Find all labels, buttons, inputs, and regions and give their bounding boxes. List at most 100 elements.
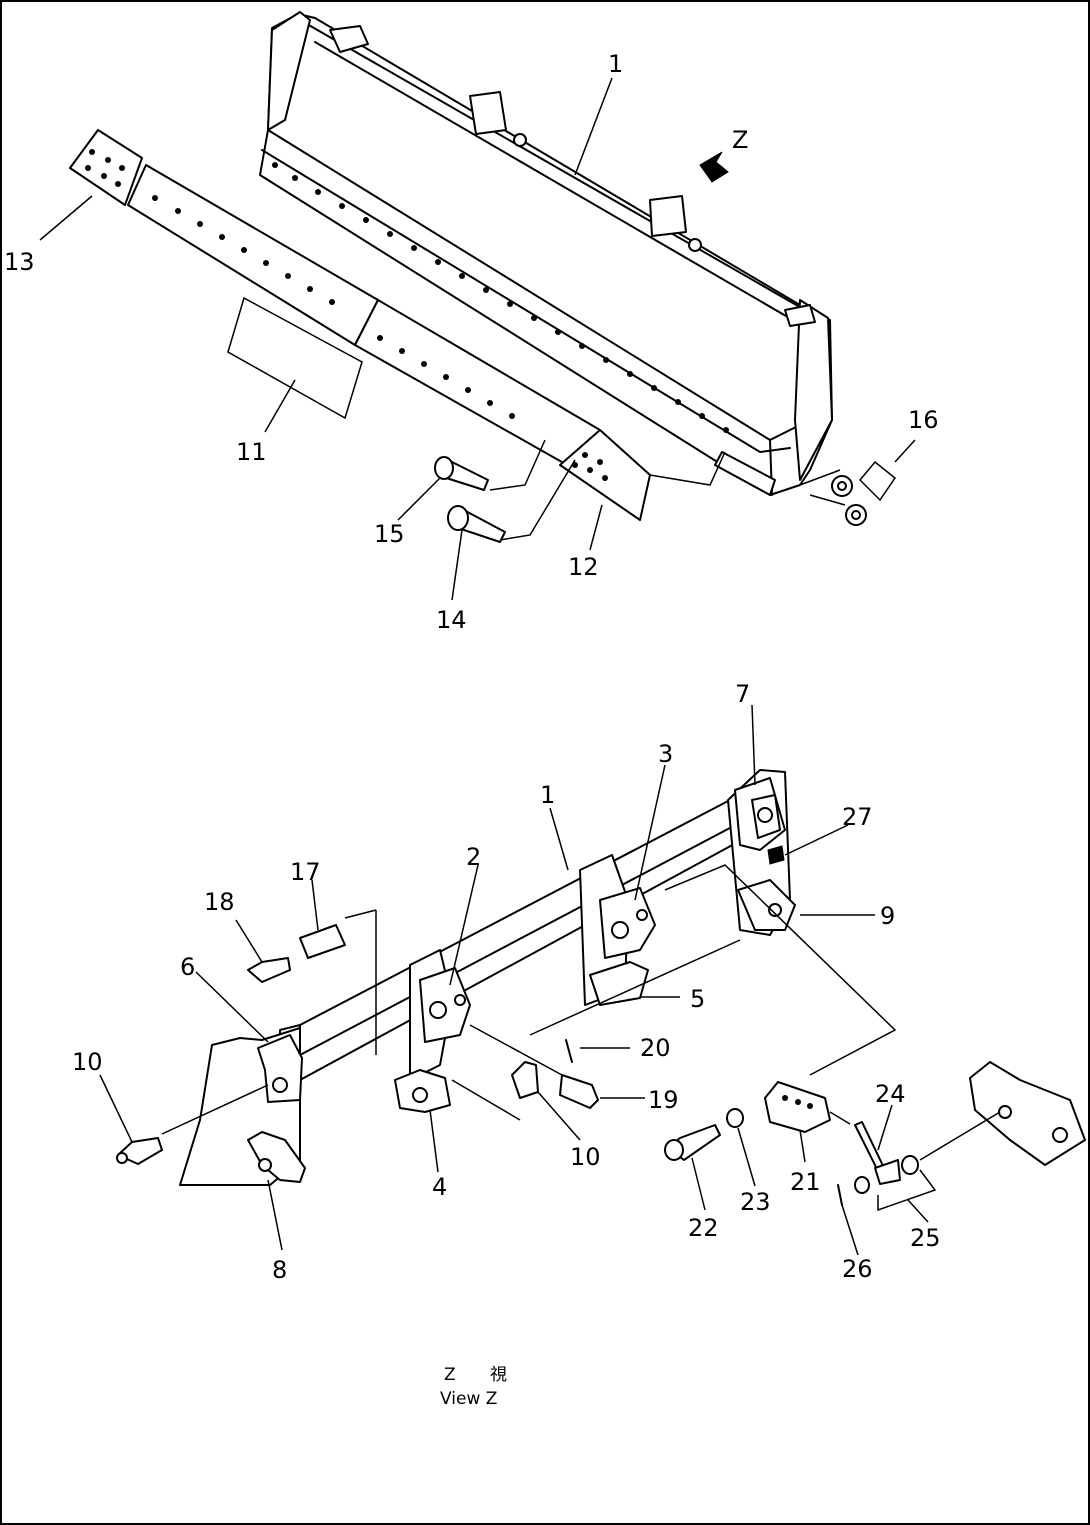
rear-hardware-exploded [664,1061,1086,1212]
callout-number: 14 [436,606,467,634]
blade-body [259,13,833,496]
pin-17 [299,924,346,959]
callout-number: 10 [72,1048,103,1076]
blade-nuts [831,460,897,526]
view-z-marker: Z [699,126,748,183]
blade-top-lug-end [784,304,816,327]
blade-end-bit-right [714,451,776,496]
lower-leader-lines [99,704,929,1256]
callout-number: 13 [4,248,35,276]
callout-number: 21 [790,1168,821,1196]
nut-hole [837,481,847,491]
guide-line [499,459,576,541]
grease-fitting-10-right [511,1061,539,1099]
callout-number: 5 [690,985,705,1013]
view-caption: Z 視 View Z [440,1365,507,1409]
callout-number: 23 [740,1188,771,1216]
callout-number: 1 [608,50,623,78]
blade-bolt-holes [272,162,729,433]
blade-top-edge [299,19,806,311]
washer-23 [726,1108,744,1128]
callout-number: 4 [432,1173,447,1201]
guide-line [649,451,726,486]
callout-number: 3 [658,740,673,768]
bracket-pin [768,903,782,917]
grease-fitting-18 [247,957,291,983]
nut-hole [851,510,861,520]
callout-number: 11 [236,438,267,466]
group-bracket-25 [877,1169,937,1212]
bracket-pin [454,994,466,1006]
callout-number: 7 [735,680,750,708]
bracket-hole [412,1087,428,1103]
rear-fittings [116,909,599,1165]
callout-number: 15 [374,520,405,548]
bracket-3 [599,887,656,959]
callout-number: 24 [875,1080,906,1108]
blade-left-side-plate [267,11,311,131]
cotter-pin-26 [837,1184,843,1206]
view-caption-letter: Z [444,1365,456,1385]
blade-edge-line [261,149,791,453]
callout-number: 6 [180,953,195,981]
view-marker-letter: Z [732,126,748,154]
bracket-pin [757,807,773,823]
pin-19 [559,1074,599,1109]
bracket-pin [998,1105,1012,1119]
bolt-head [664,1139,684,1161]
grease-fitting-10-left [117,1137,163,1165]
callout-number: 26 [842,1255,873,1283]
upper-callouts: 1 11 12 13 14 15 16 [4,50,939,634]
rod-24-block [874,1159,901,1185]
callout-number: 17 [290,858,321,886]
callout-number: 9 [880,902,895,930]
callout-number: 2 [466,843,481,871]
guide-line [799,469,846,506]
callout-number: 12 [568,553,599,581]
guide-line [344,909,377,919]
bracket-pin [1052,1127,1068,1143]
blade-top-edge-inner [314,41,811,331]
cotter-pin-20 [565,1039,573,1063]
callout-number: 19 [648,1086,679,1114]
rear-beam-line [299,819,746,1056]
blade-assembly-upper [259,11,833,496]
cutting-edges-exploded [69,129,846,541]
callout-number: 27 [842,803,873,831]
bracket-pin [258,1158,272,1172]
bracket-pin [611,921,629,939]
shim-plate [227,296,363,420]
blade-top-lug-right [649,195,687,237]
view-caption-english: View Z [440,1389,497,1409]
guide-line [529,939,741,1036]
guide-line [489,439,546,491]
lower-callouts: 1 2 3 4 5 6 7 8 9 10 10 17 18 19 20 21 2… [72,680,941,1284]
callout-number: 18 [204,888,235,916]
upper-leader-lines [39,77,916,601]
callout-number: 25 [910,1224,941,1252]
view-caption-kanji: 視 [490,1365,507,1385]
fitting-tip [116,1152,128,1164]
guide-line [919,1111,1001,1161]
guide-line [451,1079,521,1121]
blade-right-side-plate [794,299,833,481]
guide-line [469,1024,563,1076]
bracket-pin [429,1001,447,1019]
washer-25 [901,1155,919,1175]
blade-boss [688,238,702,252]
blade-boss [513,133,527,147]
bolt-head [434,456,454,480]
blade-top-lug-center [469,91,507,135]
bracket-pin [636,909,648,921]
guide-line [161,1084,269,1135]
callout-number: 1 [540,781,555,809]
callout-number: 8 [272,1256,287,1284]
rear-beam [279,789,761,1083]
bolt-head [447,505,469,531]
guide-line [664,864,897,1076]
end-bit-left [69,129,143,206]
nut-25 [854,1176,870,1194]
